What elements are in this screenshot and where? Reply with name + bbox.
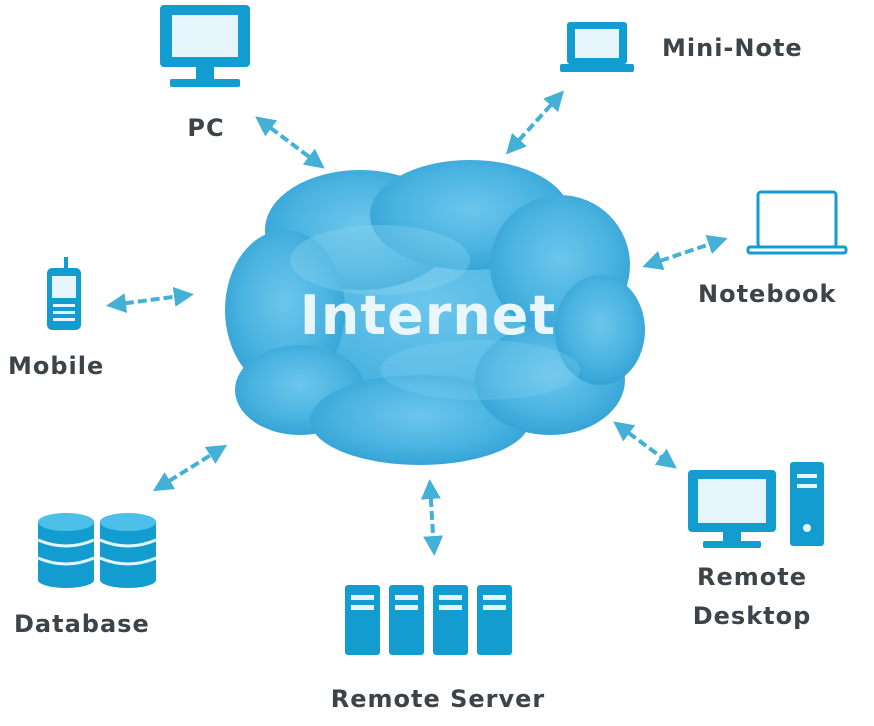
desktop-tower-icon	[688, 462, 824, 548]
remote-server-label: Remote Server	[331, 685, 546, 713]
mini-laptop-icon	[560, 22, 634, 72]
database-icon	[37, 513, 157, 588]
arrow-pc	[255, 116, 325, 169]
node-mobile: Mobile	[8, 257, 104, 380]
arrow-mobile	[106, 286, 194, 314]
pc-label: PC	[187, 114, 224, 142]
notebook-label: Notebook	[698, 280, 836, 308]
connection-arrows	[106, 90, 728, 556]
arrow-mini-note	[505, 90, 565, 155]
database-label: Database	[14, 610, 150, 638]
arrow-remote-desktop	[613, 421, 677, 469]
desktop-monitor-icon	[160, 5, 250, 87]
node-remote-server: Remote Server	[331, 585, 546, 713]
mini-note-label: Mini-Note	[662, 34, 803, 62]
node-database: Database	[14, 513, 157, 638]
internet-cloud: Internet	[225, 160, 645, 465]
internet-label: Internet	[300, 284, 556, 347]
server-rack-icon	[345, 585, 512, 655]
arrow-database	[152, 444, 228, 492]
arrow-remote-server	[420, 479, 444, 556]
remote-desktop-label-line1: Remote	[697, 563, 807, 591]
node-pc: PC	[160, 5, 250, 142]
node-notebook: Notebook	[698, 190, 848, 308]
mobile-phone-icon	[47, 257, 81, 330]
remote-desktop-label-line2: Desktop	[693, 602, 812, 630]
node-remote-desktop: Remote Desktop	[688, 462, 824, 630]
arrow-notebook	[642, 235, 728, 270]
laptop-icon	[746, 190, 848, 255]
node-mini-note: Mini-Note	[560, 22, 803, 72]
mobile-label: Mobile	[8, 352, 104, 380]
